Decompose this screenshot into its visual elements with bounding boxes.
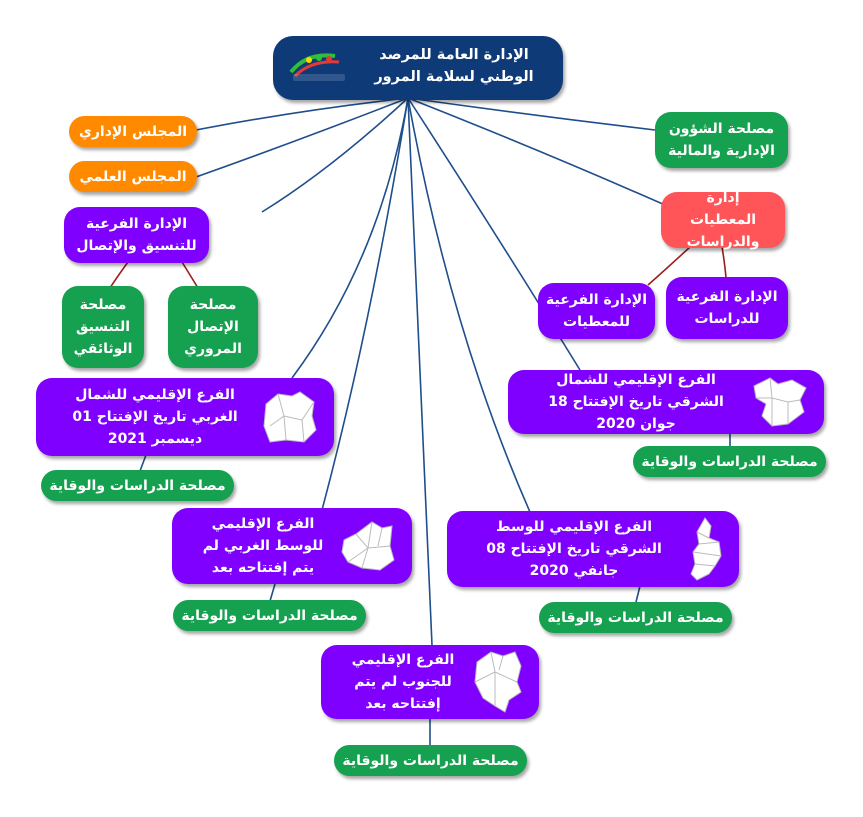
- northeast-service-node[interactable]: مصلحة الدراسات والوقاية: [633, 446, 826, 477]
- link-centerwest: [321, 97, 409, 511]
- centerwest-service-node[interactable]: مصلحة الدراسات والوقاية: [173, 600, 366, 631]
- observatory-logo-icon: [289, 53, 345, 81]
- northeast-region-map-icon: [753, 377, 807, 427]
- northeast-branch-node[interactable]: الفرع الإقليمي للشمال الشرقي تاريخ الإفت…: [508, 370, 824, 434]
- northwest-branch-label: الفرع الإقليمي للشمال الغربي تاريخ الإفت…: [72, 387, 238, 447]
- centerwest-branch-node[interactable]: الفرع الإقليمي للوسط الغربي لم يتم إفتتا…: [172, 508, 412, 584]
- link-admin-finance: [407, 97, 656, 131]
- northwest-region-map-icon: [263, 391, 317, 443]
- link-data-studies: [407, 97, 666, 206]
- scientific-council-node[interactable]: المجلس العلمي: [69, 161, 197, 192]
- data-subdirectorate-node[interactable]: الإدارة الفرعية للمعطيات: [538, 283, 655, 339]
- studies-subdirectorate-node[interactable]: الإدارة الفرعية للدراسات: [666, 277, 788, 339]
- documentary-coordination-node[interactable]: مصلحة التنسيق الوثائقي: [62, 286, 144, 368]
- centereast-service-node[interactable]: مصلحة الدراسات والوقاية: [539, 602, 732, 633]
- root-label: الإدارة العامة للمرصد الوطني لسلامة المر…: [374, 47, 534, 85]
- link-admin-council: [195, 97, 409, 131]
- coordination-subdirectorate-node[interactable]: الإدارة الفرعية للتنسيق والإتصال: [64, 207, 209, 263]
- centereast-region-map-icon: [690, 517, 722, 581]
- south-region-map-icon: [474, 651, 522, 713]
- centerwest-branch-label: الفرع الإقليمي للوسط الغربي لم يتم إفتتا…: [202, 516, 324, 576]
- link-coordination: [261, 97, 409, 213]
- northwest-service-node[interactable]: مصلحة الدراسات والوقاية: [41, 470, 234, 501]
- link-data-sub: [647, 246, 691, 286]
- link-studies-sub: [721, 246, 727, 279]
- traffic-communication-node[interactable]: مصلحة الإتصال المروري: [168, 286, 258, 368]
- south-branch-node[interactable]: الفرع الإقليمي للجنوب لم يتم إفتتاحه بعد: [321, 645, 539, 719]
- northwest-branch-node[interactable]: الفرع الإقليمي للشمال الغربي تاريخ الإفت…: [36, 378, 334, 456]
- admin-council-node[interactable]: المجلس الإداري: [69, 116, 197, 147]
- link-coord-comm: [181, 261, 199, 289]
- data-studies-node[interactable]: إدارة المعطيات والدراسات: [661, 190, 785, 250]
- link-scientific-council: [195, 97, 409, 178]
- northeast-branch-label: الفرع الإقليمي للشمال الشرقي تاريخ الإفت…: [548, 372, 724, 432]
- centereast-branch-label: الفرع الإقليمي للوسط الشرقي تاريخ الإفتت…: [486, 519, 662, 579]
- link-nw-service: [139, 454, 147, 472]
- south-branch-label: الفرع الإقليمي للجنوب لم يتم إفتتاحه بعد: [351, 652, 455, 712]
- link-coord-doc: [109, 261, 129, 289]
- link-south: [407, 97, 433, 646]
- link-ce-service: [635, 585, 641, 603]
- root-node[interactable]: الإدارة العامة للمرصد الوطني لسلامة المر…: [273, 36, 563, 100]
- link-centereast: [407, 97, 531, 513]
- centereast-branch-node[interactable]: الفرع الإقليمي للوسط الشرقي تاريخ الإفتت…: [447, 511, 739, 587]
- centerwest-region-map-icon: [341, 521, 395, 571]
- south-service-node[interactable]: مصلحة الدراسات والوقاية: [334, 745, 527, 776]
- admin-finance-node[interactable]: مصلحة الشؤون الإدارية والمالية: [655, 112, 788, 168]
- link-northwest: [291, 97, 409, 379]
- link-cw-service: [269, 583, 276, 602]
